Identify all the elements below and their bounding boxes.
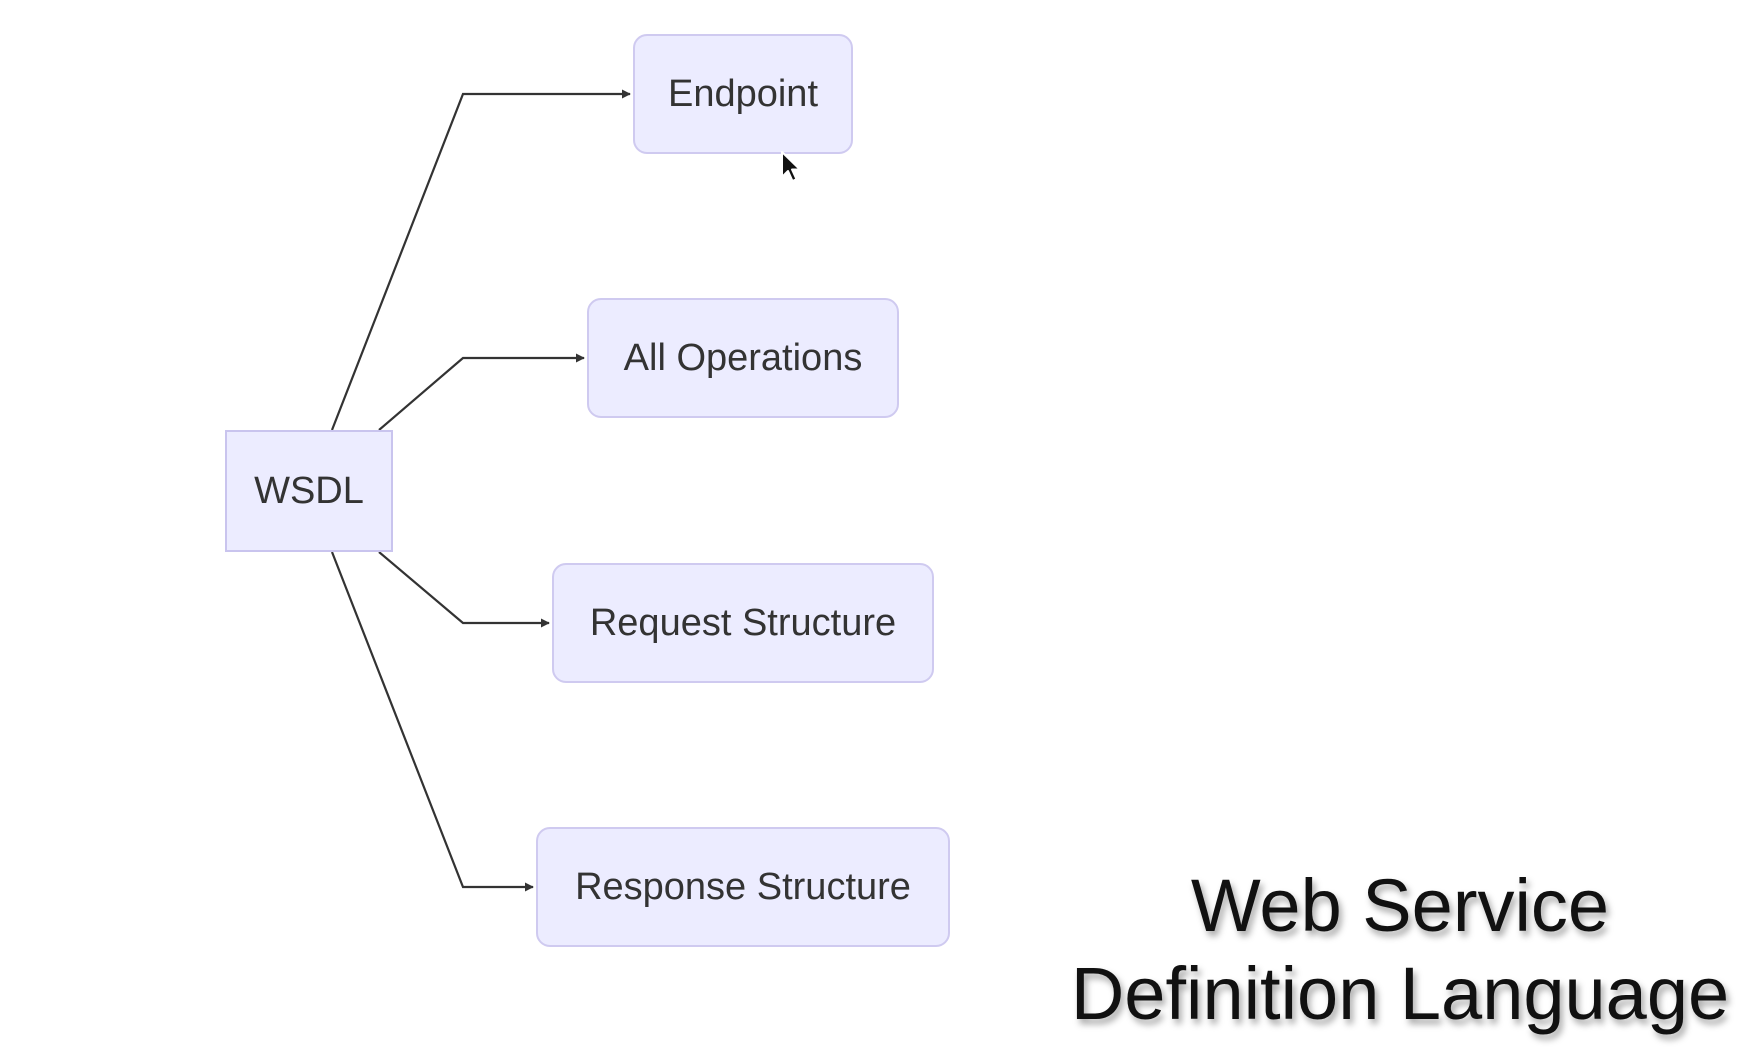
- caption-line-1: Web Service: [1190, 864, 1610, 947]
- edge-wsdl-request-structure: [378, 551, 550, 628]
- node-request-structure-label: Request Structure: [589, 601, 897, 644]
- caption-line-2: Definition Language: [1070, 952, 1730, 1035]
- mouse-pointer-icon: [781, 151, 801, 182]
- edge-wsdl-endpoint: [330, 89, 631, 431]
- node-all-operations[interactable]: All Operations: [587, 298, 899, 418]
- node-wsdl[interactable]: WSDL: [225, 430, 393, 552]
- node-response-structure[interactable]: Response Structure: [536, 827, 950, 947]
- caption-title: Web Service Definition Language: [1070, 862, 1730, 1038]
- node-response-structure-label: Response Structure: [575, 865, 911, 908]
- node-endpoint[interactable]: Endpoint: [633, 34, 853, 154]
- edge-wsdl-all-operations: [378, 353, 585, 431]
- node-endpoint-label: Endpoint: [667, 72, 818, 115]
- node-request-structure[interactable]: Request Structure: [552, 563, 934, 683]
- node-wsdl-label: WSDL: [254, 469, 364, 512]
- node-all-operations-label: All Operations: [623, 336, 863, 379]
- edge-wsdl-response-structure: [330, 551, 534, 892]
